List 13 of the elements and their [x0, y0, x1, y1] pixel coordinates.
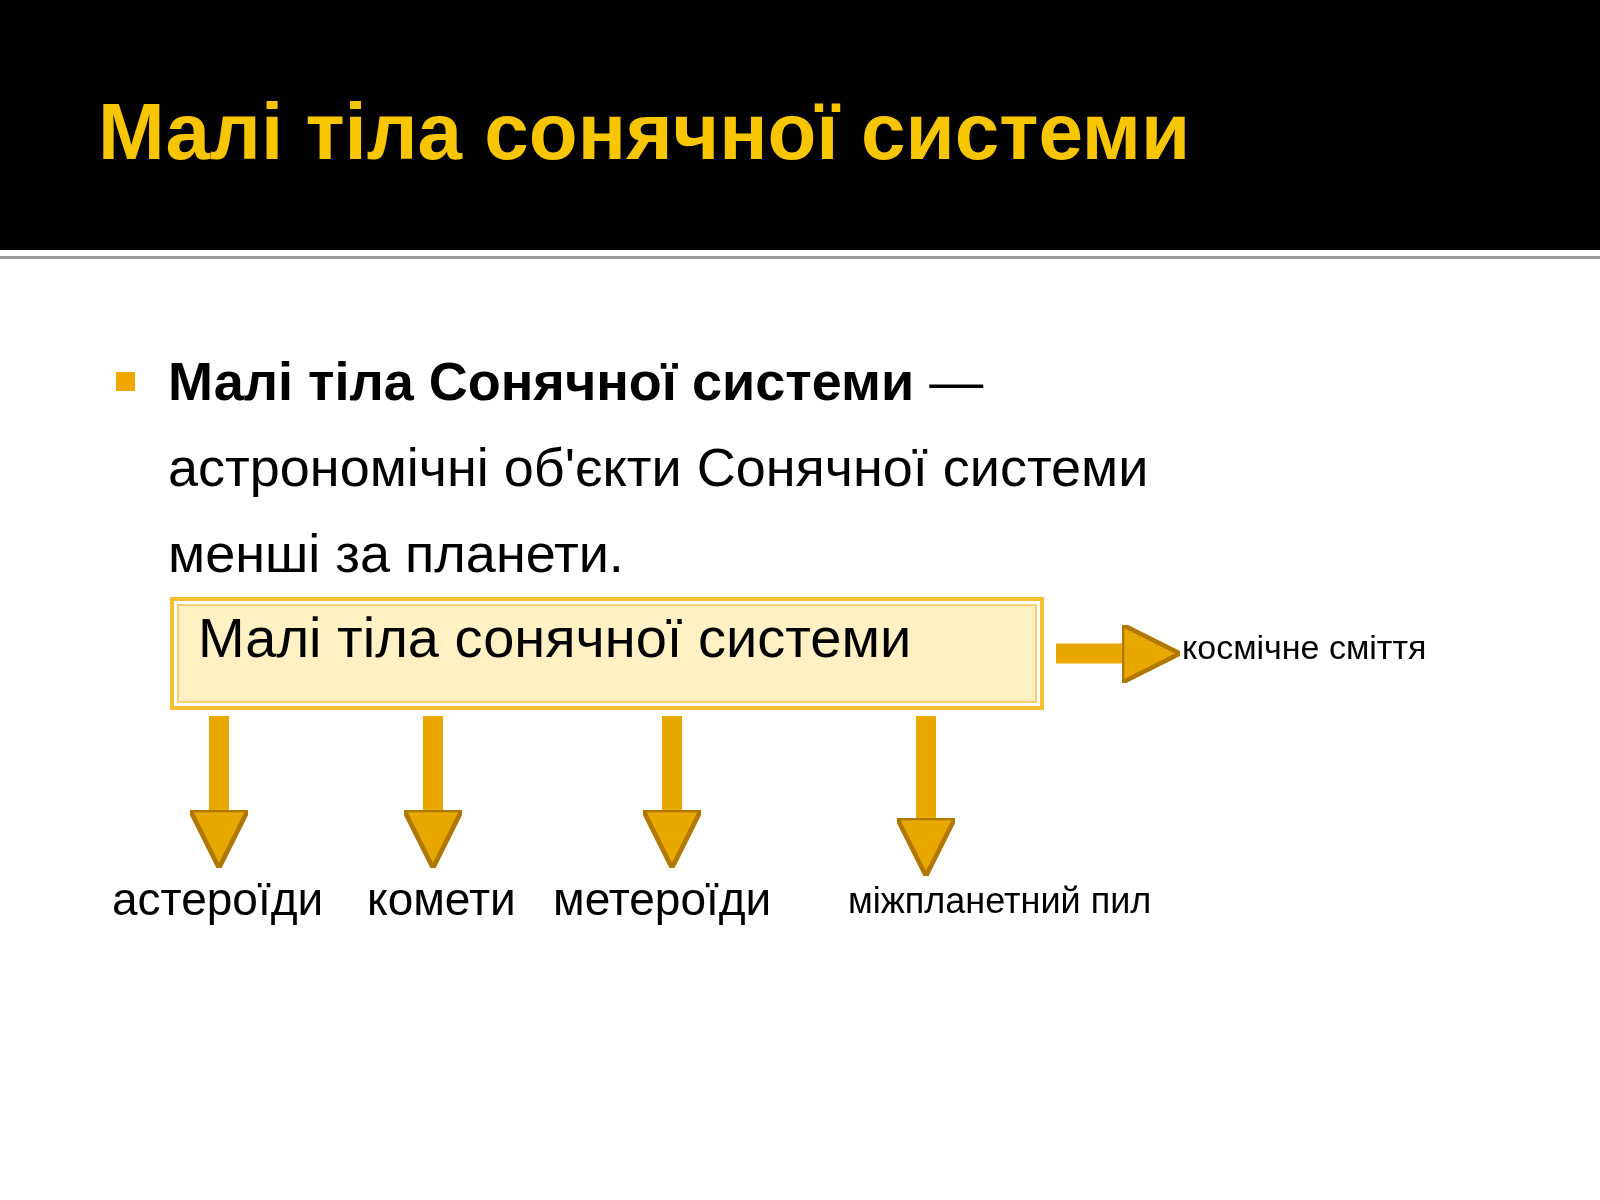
block-arrow: [1056, 622, 1183, 685]
block-arrow: [187, 716, 251, 871]
block-arrow: [894, 716, 958, 879]
category-label: міжпланетний пил: [848, 880, 1152, 922]
slide-title: Малі тіла сонячної системи: [98, 88, 1191, 176]
definition-text: Малі тіла Сонячної системи — астрономічні об'єкти Сонячної системи менші за планети.: [168, 350, 1150, 585]
category-label: астероїди: [112, 872, 324, 926]
category-label: космічне сміття: [1182, 628, 1427, 667]
category-label: метероїди: [553, 872, 772, 926]
category-box: Малі тіла сонячної системи: [170, 597, 1044, 710]
category-label: комети: [367, 872, 516, 926]
block-arrow: [640, 716, 704, 871]
block-arrow: [401, 716, 465, 871]
